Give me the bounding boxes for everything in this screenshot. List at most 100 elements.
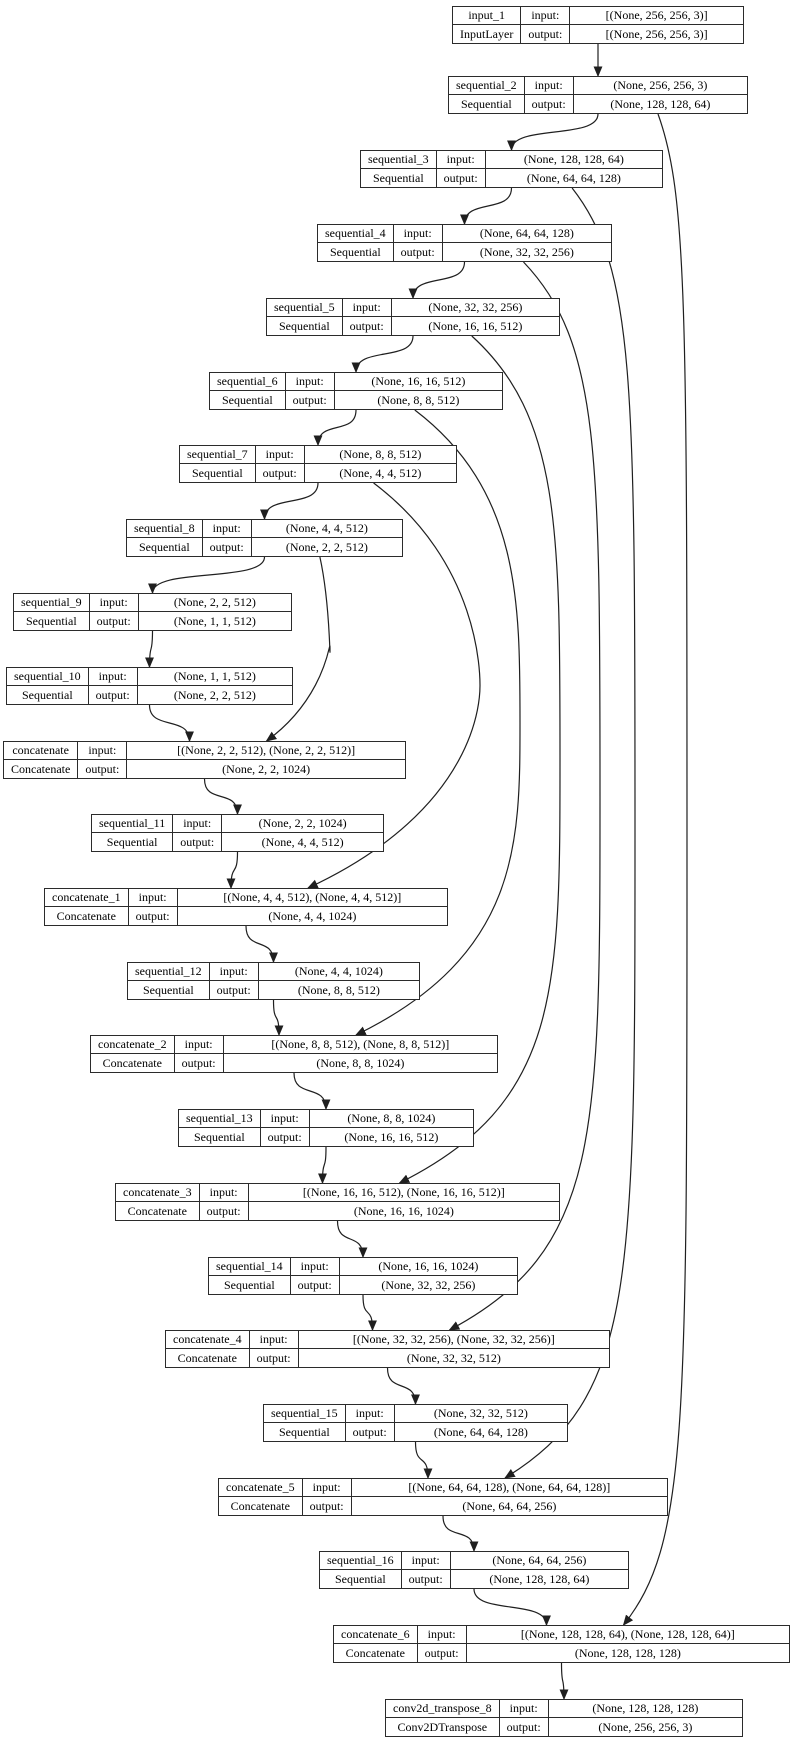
input-label: input: bbox=[173, 815, 223, 833]
edge-sequential_5-to-concatenate_3 bbox=[398, 335, 561, 1184]
output-label: output: bbox=[250, 1349, 299, 1367]
edge-concatenate_3-to-sequential_14 bbox=[336, 1220, 368, 1259]
input-label: input: bbox=[499, 1700, 549, 1718]
output-shape: (None, 128, 128, 64) bbox=[610, 96, 711, 111]
output-shape: (None, 256, 256, 3) bbox=[598, 1719, 693, 1734]
layer-type: Sequential bbox=[210, 391, 286, 409]
edge-sequential_3-to-concatenate_5 bbox=[504, 187, 636, 1479]
output-label: output: bbox=[500, 1718, 549, 1736]
input-shape: (None, 2, 2, 1024) bbox=[222, 815, 383, 833]
layer-name: sequential_15 bbox=[264, 1405, 346, 1423]
input-label: input: bbox=[342, 299, 392, 317]
output-shape: (None, 4, 4, 512) bbox=[339, 465, 422, 480]
layer-type: Concatenate bbox=[116, 1202, 200, 1220]
output-label: output: bbox=[210, 981, 259, 999]
edge-sequential_3-to-sequential_4 bbox=[459, 187, 513, 226]
edge-sequential_16-to-concatenate_6 bbox=[473, 1588, 552, 1627]
output-label: output: bbox=[129, 907, 178, 925]
input-shape: [(None, 8, 8, 512), (None, 8, 8, 512)] bbox=[223, 1036, 497, 1054]
input-label: input: bbox=[417, 1626, 467, 1644]
input-label: input: bbox=[524, 77, 574, 95]
edge-sequential_15-to-concatenate_5 bbox=[414, 1441, 433, 1480]
input-shape: (None, 64, 64, 128) bbox=[442, 225, 611, 243]
output-label: output: bbox=[261, 1128, 310, 1146]
input-label: input: bbox=[88, 668, 138, 686]
input-shape: [(None, 4, 4, 512), (None, 4, 4, 512)] bbox=[177, 889, 447, 907]
layer-name: concatenate_5 bbox=[219, 1479, 303, 1497]
edge-sequential_6-to-sequential_7 bbox=[313, 409, 357, 447]
layer-type: Concatenate bbox=[45, 907, 129, 925]
edge-sequential_10-to-concatenate bbox=[148, 704, 195, 743]
output-label: output: bbox=[89, 686, 138, 704]
input-label: input: bbox=[249, 1331, 299, 1349]
input-label: input: bbox=[174, 1036, 224, 1054]
output-shape: (None, 32, 32, 512) bbox=[406, 1350, 501, 1365]
edge-sequential_8-to-concatenate bbox=[265, 556, 331, 742]
input-label: input: bbox=[199, 1184, 249, 1202]
layer-name: sequential_8 bbox=[127, 520, 203, 538]
output-label: output: bbox=[303, 1497, 352, 1515]
output-label: output: bbox=[286, 391, 335, 409]
layer-type: Sequential bbox=[180, 464, 256, 482]
input-label: input: bbox=[209, 963, 259, 981]
layer-type: Sequential bbox=[449, 95, 525, 113]
edge-sequential_14-to-concatenate_4 bbox=[362, 1294, 378, 1332]
output-shape: (None, 2, 2, 1024) bbox=[222, 761, 311, 776]
layer-name: sequential_2 bbox=[449, 77, 525, 95]
edge-sequential_9-to-sequential_10 bbox=[144, 630, 155, 669]
layer-type: Sequential bbox=[320, 1570, 402, 1588]
input-label: input: bbox=[255, 446, 305, 464]
layer-name: sequential_7 bbox=[180, 446, 256, 464]
output-label: output: bbox=[525, 95, 574, 113]
input-shape: (None, 128, 128, 64) bbox=[485, 151, 662, 169]
output-label: output: bbox=[203, 538, 252, 556]
layer-name: concatenate_4 bbox=[166, 1331, 250, 1349]
input-shape: (None, 16, 16, 1024) bbox=[339, 1258, 517, 1276]
output-shape: (None, 16, 16, 1024) bbox=[353, 1203, 454, 1218]
layer-name: conv2d_transpose_8 bbox=[386, 1700, 500, 1718]
output-shape: (None, 4, 4, 512) bbox=[261, 834, 344, 849]
layer-type: Sequential bbox=[127, 538, 203, 556]
output-shape: (None, 2, 2, 512) bbox=[285, 539, 368, 554]
input-label: input: bbox=[345, 1405, 395, 1423]
output-label: output: bbox=[394, 243, 443, 261]
output-label: output: bbox=[175, 1054, 224, 1072]
output-label: output: bbox=[173, 833, 223, 851]
layer-name: sequential_14 bbox=[209, 1258, 291, 1276]
layer-name: sequential_9 bbox=[14, 594, 90, 612]
output-shape: (None, 32, 32, 256) bbox=[381, 1277, 476, 1292]
edge-concatenate_1-to-sequential_12 bbox=[245, 925, 279, 964]
output-label: output: bbox=[418, 1644, 467, 1662]
input-shape: (None, 32, 32, 512) bbox=[394, 1405, 567, 1423]
layer-type: Conv2DTranspose bbox=[386, 1718, 500, 1736]
output-label: output: bbox=[291, 1276, 340, 1294]
layer-type: Concatenate bbox=[334, 1644, 418, 1662]
output-shape: (None, 16, 16, 512) bbox=[344, 1129, 439, 1144]
output-shape: (None, 32, 32, 256) bbox=[479, 244, 574, 259]
edge-sequential_7-to-sequential_8 bbox=[259, 482, 319, 521]
edge-sequential_2-to-concatenate_6 bbox=[622, 113, 688, 1626]
layer-type: Sequential bbox=[361, 169, 437, 187]
input-label: input: bbox=[260, 1110, 310, 1128]
layer-name: concatenate_6 bbox=[334, 1626, 418, 1644]
output-shape: (None, 64, 64, 128) bbox=[433, 1424, 528, 1439]
layer-name: concatenate bbox=[4, 742, 79, 760]
input-shape: [(None, 32, 32, 256), (None, 32, 32, 256… bbox=[298, 1331, 609, 1349]
input-shape: [(None, 128, 128, 64), (None, 128, 128, … bbox=[466, 1626, 789, 1644]
layer-name: sequential_10 bbox=[7, 668, 89, 686]
layer-name: sequential_12 bbox=[128, 963, 210, 981]
